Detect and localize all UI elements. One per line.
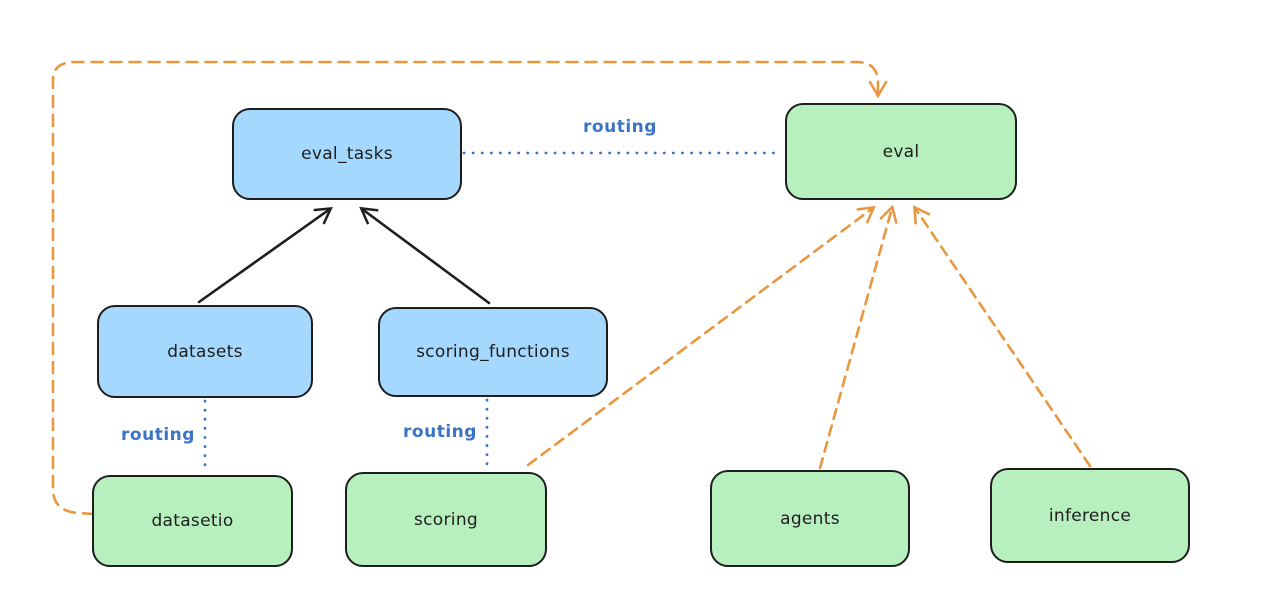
edge-agents-to-eval — [818, 204, 898, 470]
node-datasetio-label: datasetio — [151, 511, 234, 531]
node-inference: inference — [990, 468, 1190, 563]
node-datasets: datasets — [97, 305, 313, 398]
node-scoring-functions: scoring_functions — [378, 307, 608, 397]
edge-inference-to-eval — [913, 205, 1092, 468]
edge-datasetio-to-eval — [51, 60, 888, 516]
node-datasetio: datasetio — [92, 475, 293, 567]
edge-label-routing-datasets-datasetio: routing — [121, 425, 195, 445]
edge-scoring_functions-to-eval_tasks — [359, 206, 491, 305]
node-eval-tasks: eval_tasks — [232, 108, 462, 200]
node-scoring-functions-label: scoring_functions — [416, 342, 570, 362]
edge-label-routing-eval-tasks-eval: routing — [583, 117, 657, 137]
node-eval-tasks-label: eval_tasks — [301, 144, 393, 164]
node-scoring-label: scoring — [414, 509, 478, 530]
edge-label-routing-scoring-functions-scoring: routing — [403, 422, 477, 442]
node-eval-label: eval — [882, 141, 920, 162]
edge-datasets-to-eval_tasks — [197, 206, 333, 304]
node-datasets-label: datasets — [167, 341, 243, 362]
node-agents: agents — [710, 470, 910, 567]
node-inference-label: inference — [1048, 505, 1132, 526]
node-scoring: scoring — [345, 472, 547, 567]
node-eval: eval — [785, 103, 1017, 200]
node-agents-label: agents — [780, 508, 840, 529]
